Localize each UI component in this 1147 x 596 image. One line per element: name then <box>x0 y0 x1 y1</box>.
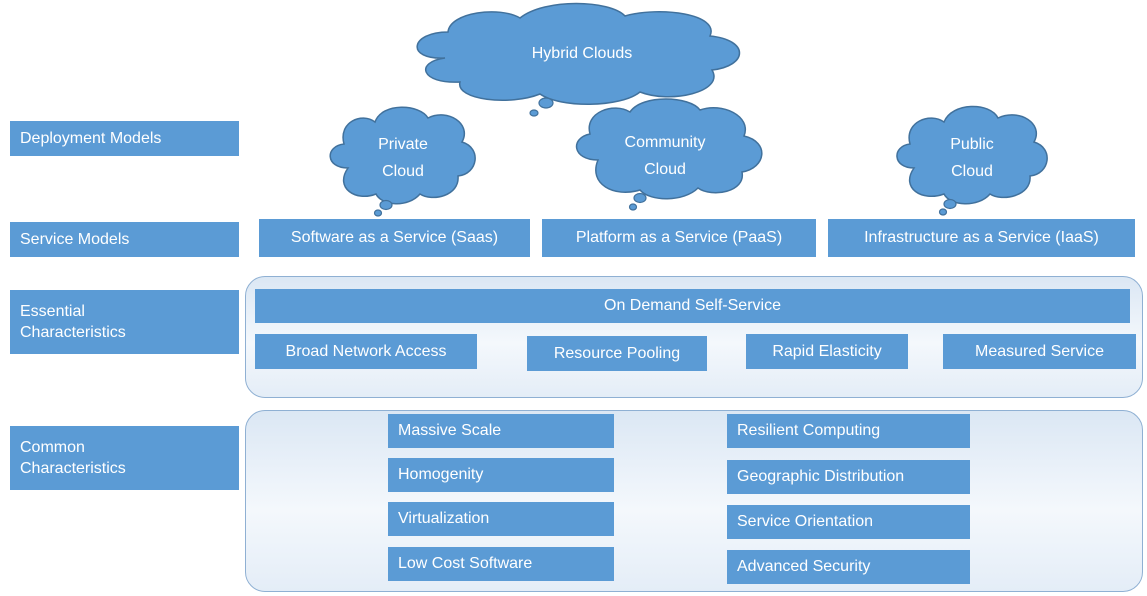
common-homogenity-text: Homogenity <box>398 466 484 483</box>
common-characteristics-panel <box>245 410 1143 592</box>
community-cloud-label-1: Community <box>625 134 706 151</box>
service-model-iaas-text: Infrastructure as a Service (IaaS) <box>864 229 1099 246</box>
public-cloud-label-2: Cloud <box>951 163 993 180</box>
common-massive-scale-text: Massive Scale <box>398 422 502 439</box>
private-cloud-label-2: Cloud <box>382 163 424 180</box>
common-homogenity: Homogenity <box>388 458 614 492</box>
essential-measured-service-text: Measured Service <box>975 342 1104 360</box>
common-label-line-2: Characteristics <box>20 460 126 477</box>
essential-resource-pooling: Resource Pooling <box>527 336 707 371</box>
essential-broad-network: Broad Network Access <box>255 334 477 369</box>
essential-on-demand-text: On Demand Self-Service <box>604 297 781 314</box>
essential-label-line-1: Essential <box>20 303 85 320</box>
common-resilient-computing: Resilient Computing <box>727 414 970 448</box>
common-massive-scale: Massive Scale <box>388 414 614 448</box>
essential-characteristics-label: Essential Characteristics <box>10 290 239 354</box>
common-advanced-security: Advanced Security <box>727 550 970 584</box>
common-virtualization-text: Virtualization <box>398 510 490 527</box>
essential-rapid-elasticity-text: Rapid Elasticity <box>772 342 882 360</box>
private-cloud-label-1: Private <box>378 136 428 153</box>
common-characteristics-label: Common Characteristics <box>10 426 239 490</box>
common-resilient-computing-text: Resilient Computing <box>737 422 881 439</box>
community-cloud: Community Cloud <box>575 98 763 211</box>
common-geographic-distribution: Geographic Distribution <box>727 460 970 494</box>
service-models-text: Service Models <box>20 231 130 248</box>
community-cloud-label-2: Cloud <box>644 161 686 178</box>
essential-rapid-elasticity: Rapid Elasticity <box>746 334 908 369</box>
essential-measured-service: Measured Service <box>943 334 1136 369</box>
common-geographic-distribution-text: Geographic Distribution <box>737 468 905 485</box>
deployment-clouds: Hybrid Clouds Private Cloud Community Cl… <box>329 2 1048 217</box>
service-model-paas-text: Platform as a Service (PaaS) <box>575 229 783 246</box>
common-low-cost-software: Low Cost Software <box>388 547 614 581</box>
common-virtualization: Virtualization <box>388 502 614 536</box>
essential-on-demand: On Demand Self-Service <box>255 289 1130 323</box>
common-service-orientation-text: Service Orientation <box>737 513 874 530</box>
common-label-line-1: Common <box>20 439 85 456</box>
common-service-orientation: Service Orientation <box>727 505 970 539</box>
essential-label-line-2: Characteristics <box>20 324 126 341</box>
common-advanced-security-text: Advanced Security <box>737 558 871 575</box>
service-model-iaas: Infrastructure as a Service (IaaS) <box>828 219 1135 257</box>
common-low-cost-software-text: Low Cost Software <box>398 555 533 572</box>
private-cloud: Private Cloud <box>329 106 476 217</box>
deployment-models-text: Deployment Models <box>20 130 162 147</box>
hybrid-cloud: Hybrid Clouds <box>416 2 741 117</box>
public-cloud-label-1: Public <box>950 136 994 153</box>
service-model-saas-text: Software as a Service (Saas) <box>290 229 499 246</box>
service-model-saas: Software as a Service (Saas) <box>259 219 530 257</box>
service-model-paas: Platform as a Service (PaaS) <box>542 219 816 257</box>
public-cloud: Public Cloud <box>896 105 1048 216</box>
essential-broad-network-text: Broad Network Access <box>285 342 447 360</box>
essential-resource-pooling-text: Resource Pooling <box>553 344 681 362</box>
service-models-label: Service Models <box>10 222 239 257</box>
deployment-models-label: Deployment Models <box>10 121 239 156</box>
hybrid-cloud-label: Hybrid Clouds <box>532 45 632 62</box>
